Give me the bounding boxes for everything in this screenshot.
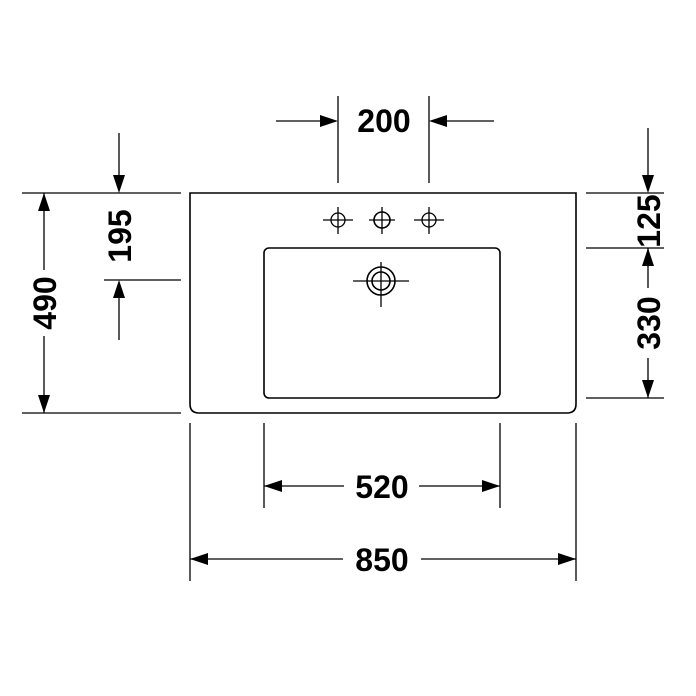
dimension-490: 490	[22, 192, 181, 414]
dimension-490-label: 490	[27, 276, 63, 329]
tap-hole-right	[414, 207, 444, 234]
basin-bowl	[263, 247, 501, 399]
dimension-520-label: 520	[355, 469, 408, 505]
dimension-520: 520	[263, 423, 501, 508]
tap-hole-center	[369, 207, 395, 234]
dimension-125-label: 125	[631, 194, 667, 247]
dimension-330: 330	[586, 248, 667, 399]
dimension-125: 125	[586, 128, 667, 249]
tap-hole-left	[323, 207, 353, 234]
drain	[353, 262, 409, 307]
dimension-195: 195	[102, 133, 181, 340]
dimension-195-label: 195	[102, 209, 138, 262]
dimension-850: 850	[189, 423, 577, 581]
dimension-200-label: 200	[357, 103, 410, 139]
dimension-200: 200	[276, 96, 494, 183]
dimension-850-label: 850	[355, 542, 408, 578]
basin-outline	[189, 192, 577, 414]
dimension-330-label: 330	[631, 296, 667, 349]
